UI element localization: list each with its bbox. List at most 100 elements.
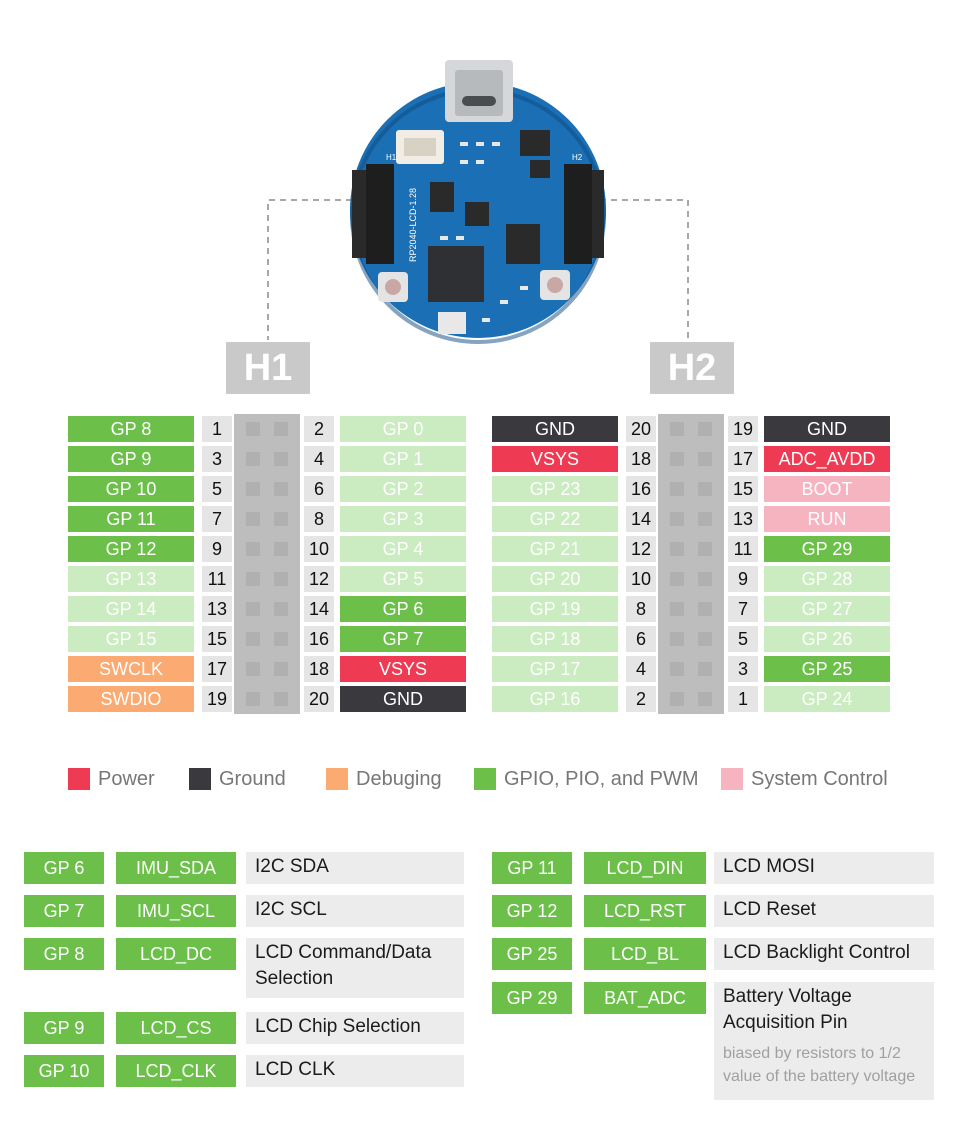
function-signal: LCD_DIN	[584, 852, 706, 884]
pin-label: GP 9	[68, 446, 194, 472]
pin-number: 19	[728, 416, 758, 442]
legend-label: GPIO, PIO, and PWM	[504, 767, 699, 790]
function-gpio: GP 8	[24, 938, 104, 970]
header-pin-hole	[698, 602, 712, 616]
legend-item: Ground	[189, 766, 286, 792]
header-pin-hole	[670, 542, 684, 556]
function-description-text: LCD Backlight Control	[723, 942, 910, 963]
pin-number: 1	[202, 416, 232, 442]
pin-number: 9	[202, 536, 232, 562]
pin-number: 14	[626, 506, 656, 532]
pin-label: VSYS	[340, 656, 466, 682]
pin-label: GND	[492, 416, 618, 442]
board-header-h2	[564, 164, 592, 264]
function-description: LCD MOSI	[714, 852, 934, 884]
header-pin-hole	[246, 662, 260, 676]
function-description-text: LCD Command/Data Selection	[255, 942, 432, 989]
header-pin-hole	[670, 602, 684, 616]
header-pin-hole	[670, 662, 684, 676]
legend-swatch	[68, 768, 90, 790]
pin-label: GP 13	[68, 566, 194, 592]
pin-number: 4	[626, 656, 656, 682]
header-pin-hole	[274, 482, 288, 496]
function-description-text: LCD Chip Selection	[255, 1016, 421, 1037]
function-signal: IMU_SCL	[116, 895, 236, 927]
pin-label: GP 23	[492, 476, 618, 502]
header-pin-hole	[698, 512, 712, 526]
legend-swatch	[189, 768, 211, 790]
header-pin-hole	[246, 602, 260, 616]
h1-connector-strip	[234, 414, 300, 714]
pin-number: 18	[304, 656, 334, 682]
pin-number: 6	[626, 626, 656, 652]
header-pin-hole	[274, 662, 288, 676]
pin-number: 4	[304, 446, 334, 472]
pin-label: GP 12	[68, 536, 194, 562]
function-gpio: GP 10	[24, 1055, 104, 1087]
pin-label: GP 10	[68, 476, 194, 502]
header-pin-hole	[698, 422, 712, 436]
board-silkscreen-h1: H1	[386, 153, 397, 162]
function-signal: LCD_BL	[584, 938, 706, 970]
pin-label: GP 2	[340, 476, 466, 502]
pin-number: 11	[728, 536, 758, 562]
function-description: LCD Command/Data Selection	[246, 938, 464, 998]
header-badge-h2: H2	[650, 342, 734, 394]
h1-leader-line	[267, 199, 352, 340]
pin-number: 2	[304, 416, 334, 442]
function-description: LCD Chip Selection	[246, 1012, 464, 1044]
pin-number: 19	[202, 686, 232, 712]
function-signal: LCD_CLK	[116, 1055, 236, 1087]
pin-label: GP 4	[340, 536, 466, 562]
pin-label: GP 18	[492, 626, 618, 652]
board-illustration: RP2040-LCD-1.28 H1 H2	[267, 60, 689, 344]
pin-label: GP 17	[492, 656, 618, 682]
legend-label: Ground	[219, 767, 286, 790]
pin-label: GP 27	[764, 596, 890, 622]
pin-label: GP 28	[764, 566, 890, 592]
pin-number: 1	[728, 686, 758, 712]
legend-item: Power	[68, 766, 155, 792]
pin-number: 12	[304, 566, 334, 592]
function-gpio: GP 6	[24, 852, 104, 884]
function-description-text: I2C SCL	[255, 899, 327, 920]
pin-label: GP 1	[340, 446, 466, 472]
pin-number: 10	[304, 536, 334, 562]
header-pin-hole	[698, 572, 712, 586]
legend-item: System Control	[721, 766, 888, 792]
pin-label: GP 25	[764, 656, 890, 682]
pin-number: 13	[202, 596, 232, 622]
header-pin-hole	[246, 482, 260, 496]
pin-number: 5	[728, 626, 758, 652]
header-pin-hole	[274, 542, 288, 556]
function-description: I2C SCL	[246, 895, 464, 927]
pin-number: 15	[728, 476, 758, 502]
header-pin-hole	[246, 632, 260, 646]
header-pin-hole	[274, 602, 288, 616]
header-pin-hole	[274, 452, 288, 466]
board-header-h1	[366, 164, 394, 264]
pin-label: GP 29	[764, 536, 890, 562]
function-note: biased by resistors to 1/2 value of the …	[723, 1045, 916, 1085]
pin-number: 3	[202, 446, 232, 472]
legend-item: Debuging	[326, 766, 442, 792]
pin-label: GP 24	[764, 686, 890, 712]
function-gpio: GP 9	[24, 1012, 104, 1044]
header-pin-hole	[246, 692, 260, 706]
h2-leader-line	[600, 199, 689, 340]
pin-number: 9	[728, 566, 758, 592]
function-signal: LCD_RST	[584, 895, 706, 927]
header-pin-hole	[670, 692, 684, 706]
